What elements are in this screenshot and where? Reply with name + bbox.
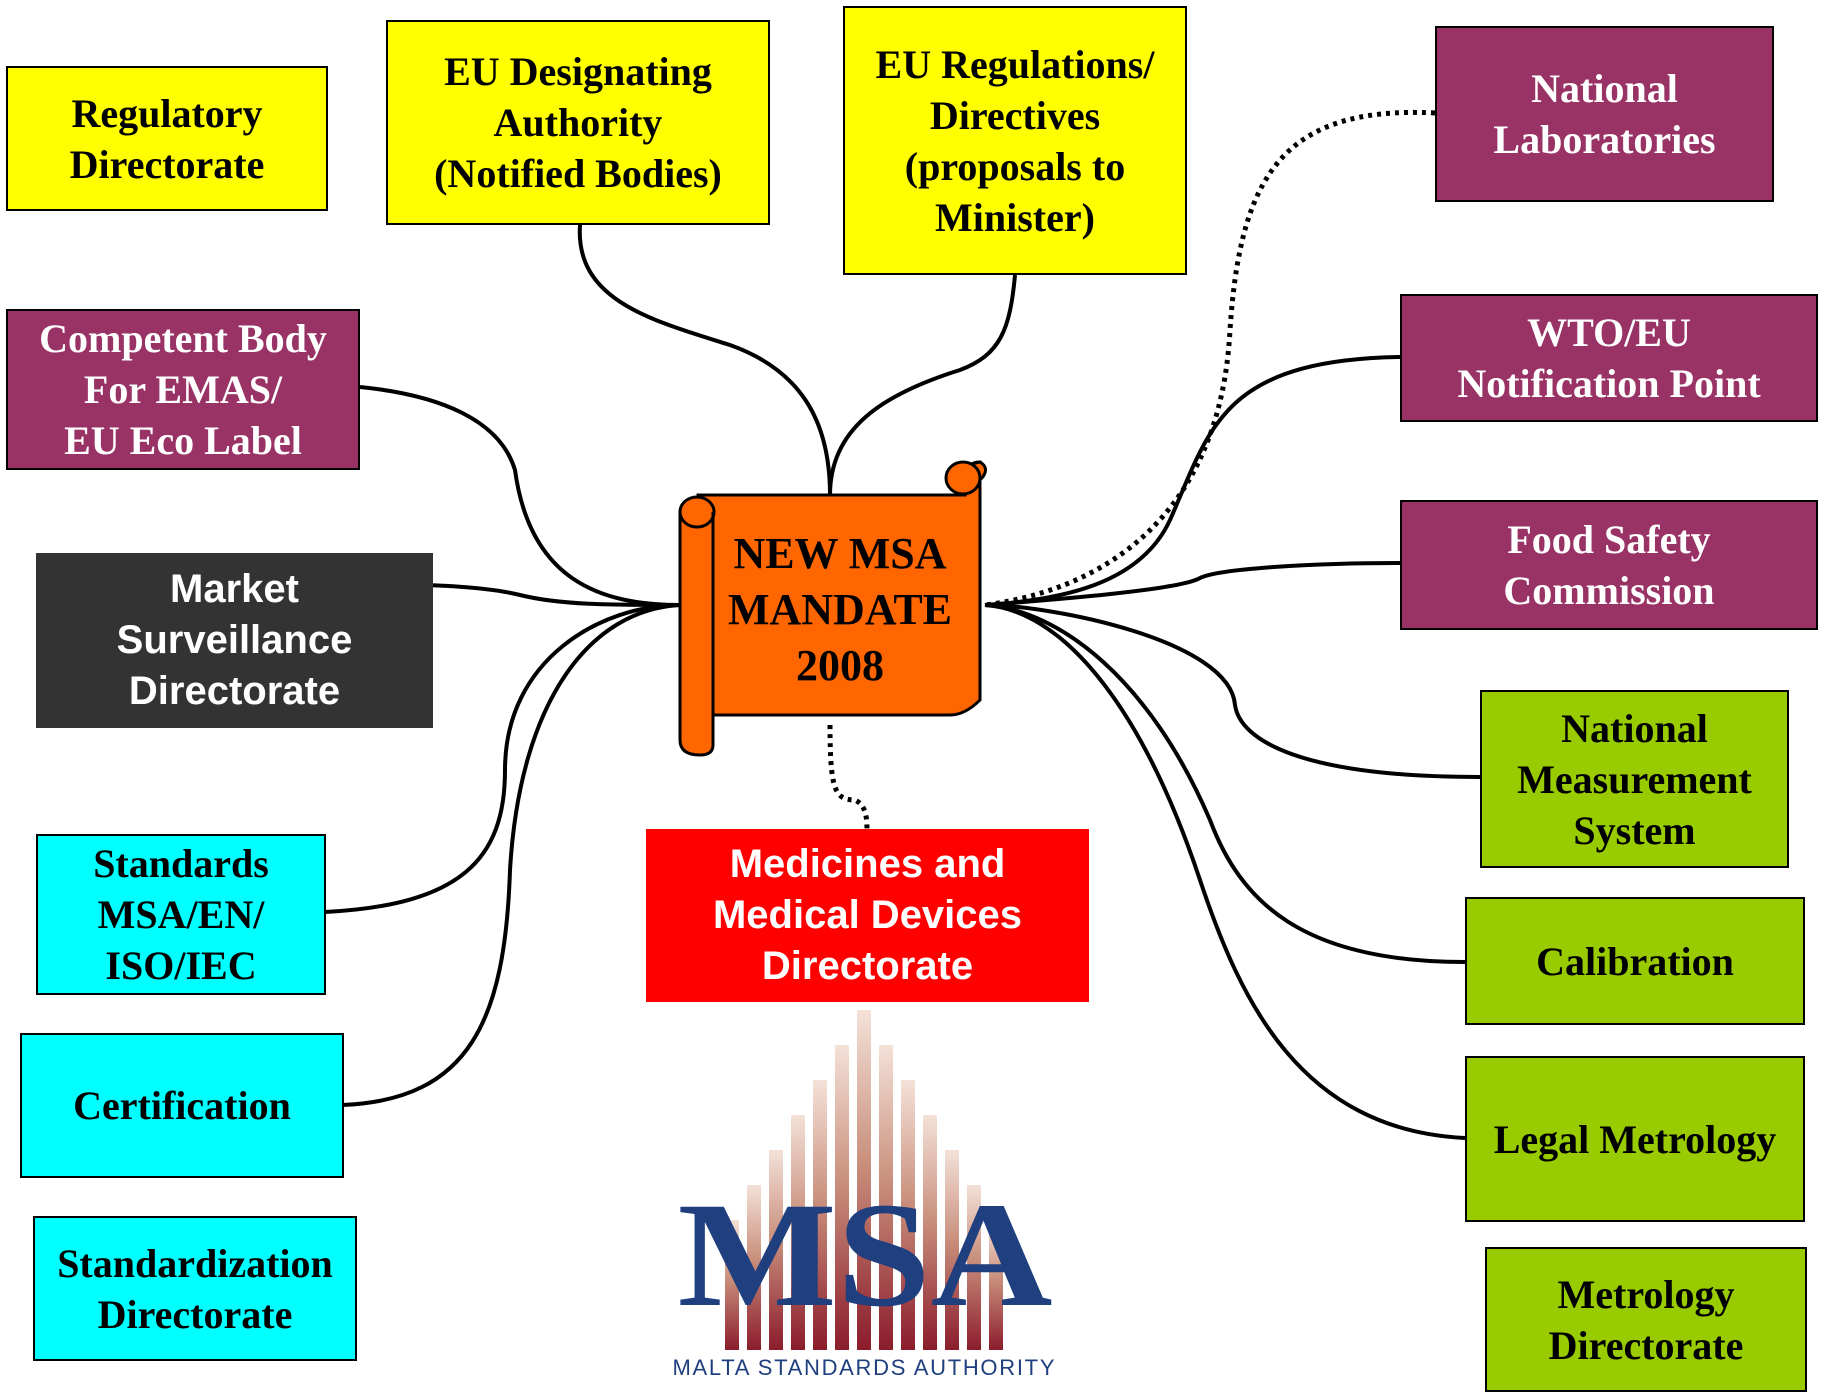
market-surveillance-box: Market Surveillance Directorate	[36, 553, 433, 728]
link-certification	[341, 603, 681, 1107]
link-national-measurement	[984, 603, 1481, 779]
regulatory-directorate-box: Regulatory Directorate	[6, 66, 328, 211]
eu-designating-authority-box: EU Designating Authority (Notified Bodie…	[386, 20, 770, 225]
scroll-shape	[678, 460, 987, 757]
link-calibration	[984, 603, 1466, 964]
certification-box: Certification	[20, 1033, 344, 1178]
eu-regulations-box: EU Regulations/ Directives (proposals to…	[843, 6, 1187, 275]
metrology-directorate-box: Metrology Directorate	[1485, 1247, 1807, 1392]
msa-logo: MSA MALTA STANDARDS AUTHORITY	[673, 1010, 1058, 1380]
logo-caption: MALTA STANDARDS AUTHORITY	[673, 1355, 1058, 1380]
national-measurement-box: National Measurement System	[1480, 690, 1789, 868]
link-standards	[324, 603, 681, 914]
standardization-directorate-box: Standardization Directorate	[33, 1216, 357, 1361]
link-food-safety	[984, 561, 1401, 607]
link-wto-eu	[984, 355, 1401, 607]
link-competent-body	[359, 385, 681, 607]
competent-body-box: Competent Body For EMAS/ EU Eco Label	[6, 309, 360, 470]
food-safety-box: Food Safety Commission	[1400, 500, 1818, 630]
standards-box: Standards MSA/EN/ ISO/IEC	[36, 834, 326, 995]
wto-eu-notification-box: WTO/EU Notification Point	[1400, 294, 1818, 422]
link-medicines	[827, 724, 870, 831]
national-laboratories-box: National Laboratories	[1435, 26, 1774, 202]
link-legal-metrology	[984, 603, 1466, 1140]
central-title: NEW MSA MANDATE 2008	[727, 529, 953, 690]
link-eu-designating	[577, 224, 832, 496]
legal-metrology-box: Legal Metrology	[1465, 1056, 1805, 1222]
link-eu-regulations	[828, 274, 1017, 496]
logo-acronym: MSA	[678, 1172, 1053, 1338]
logo-bars	[725, 1010, 1003, 1350]
medicines-box: Medicines and Medical Devices Directorat…	[646, 829, 1089, 1002]
calibration-box: Calibration	[1465, 897, 1805, 1025]
